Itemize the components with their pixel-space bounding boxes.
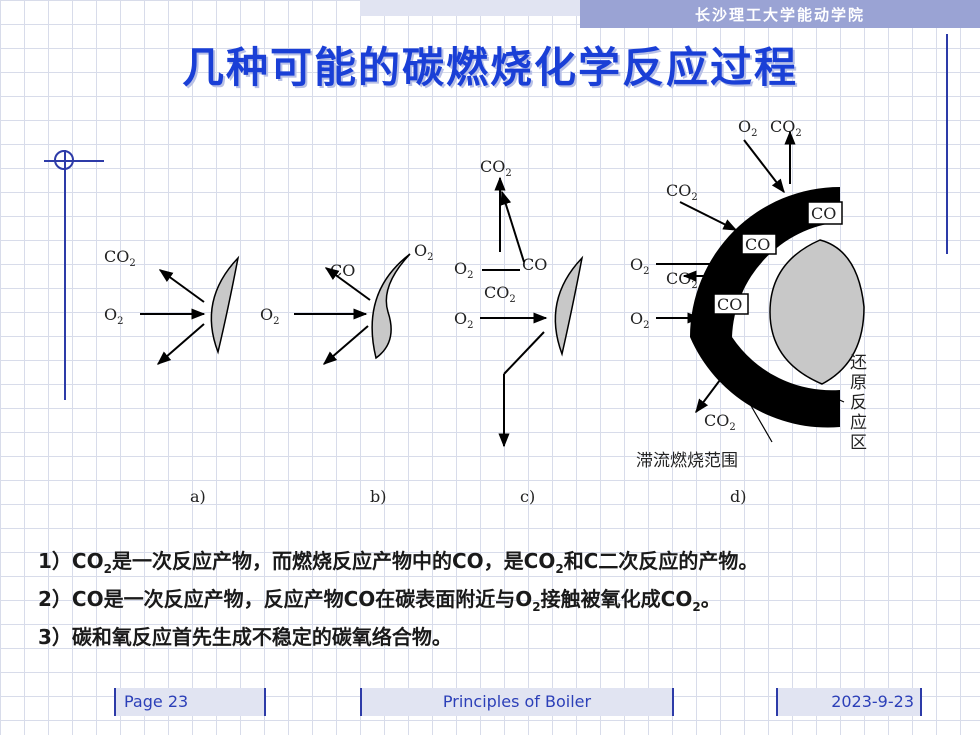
caption-c: c) <box>520 487 535 506</box>
co-box-3: CO <box>717 295 742 314</box>
label-o2-a: O2 <box>104 305 124 327</box>
right-vertical-rule <box>946 34 948 254</box>
footer: Page 23 Principles of Boiler 2023-9-23 <box>110 680 922 720</box>
label-o2-c: O2 <box>454 309 474 331</box>
point-3: 3）碳和氧反应首先生成不稳定的碳氧络合物。 <box>38 625 452 649</box>
svg-text:还: 还 <box>850 353 867 373</box>
reduction-zone-label: 还 原 反 应 区 <box>850 353 867 453</box>
left-horizontal-rule <box>44 160 104 162</box>
label-co-c: CO <box>522 255 547 274</box>
caption-d: d) <box>730 487 746 506</box>
label-co2-c-mid: CO2 <box>484 283 516 305</box>
slide-title: 几种可能的碳燃烧化学反应过程 <box>181 43 798 92</box>
label-co2-d-top: CO2 <box>770 117 802 139</box>
carbon-particle-d <box>769 239 865 385</box>
co-box-1: CO <box>811 204 836 223</box>
left-vertical-rule <box>64 150 66 400</box>
carbon-particle-b <box>371 253 411 360</box>
footer-page: Page 23 <box>114 688 266 716</box>
label-co2-d-3: CO2 <box>704 411 736 433</box>
label-o2-d-1: O2 <box>630 255 650 277</box>
stagnant-zone-label: 滞流燃烧范围 <box>636 451 738 471</box>
label-co-b: CO <box>330 261 355 280</box>
svg-text:反: 反 <box>850 393 867 413</box>
crosshair-icon <box>54 150 74 170</box>
label-o2-b-top: O2 <box>414 241 434 263</box>
carbon-particle-a <box>210 255 240 355</box>
label-co2-d-1: CO2 <box>666 181 698 203</box>
label-o2-d-2: O2 <box>630 309 650 331</box>
label-co2-d-2: CO2 <box>666 269 698 291</box>
point-1: 1）CO2是一次反应产物，而燃烧反应产物中的CO，是CO2和C二次反应的产物。 <box>38 549 759 576</box>
caption-b: b) <box>370 487 386 506</box>
label-co2-a: CO2 <box>104 247 136 269</box>
point-2: 2）CO是一次反应产物，反应产物CO在碳表面附近与O2接触被氧化成CO2。 <box>38 587 721 614</box>
label-o2-b: O2 <box>260 305 280 327</box>
svg-text:应: 应 <box>850 413 867 433</box>
institution-banner: 长沙理工大学能动学院 <box>580 0 980 28</box>
banner-strip <box>360 0 580 16</box>
co-box-2: CO <box>745 235 770 254</box>
diagram-d: O2 CO2 CO2 O2 CO2 O2 CO2 CO CO CO 还 原 反 … <box>630 117 867 506</box>
label-co2-c-top: CO2 <box>480 157 512 179</box>
label-o2-c-top: O2 <box>454 259 474 281</box>
footer-course: Principles of Boiler <box>360 688 674 716</box>
diagram-b: CO O2 O2 b) <box>260 241 434 506</box>
caption-a: a) <box>190 487 206 506</box>
bullet-points: 1）CO2是一次反应产物，而燃烧反应产物中的CO，是CO2和C二次反应的产物。 … <box>38 542 978 656</box>
svg-text:原: 原 <box>850 373 867 393</box>
diagram-c: CO2 O2 CO CO2 O2 c) <box>454 157 584 506</box>
diagram-a: CO2 O2 a) <box>104 247 240 506</box>
footer-date: 2023-9-23 <box>776 688 922 716</box>
reaction-diagram: CO2 O2 a) CO O2 O2 b) CO2 O2 CO CO2 O2 c… <box>104 117 867 506</box>
label-o2-d-top: O2 <box>738 117 758 139</box>
reaction-ring <box>690 187 840 428</box>
svg-text:区: 区 <box>850 433 867 453</box>
carbon-particle-c <box>554 255 584 357</box>
